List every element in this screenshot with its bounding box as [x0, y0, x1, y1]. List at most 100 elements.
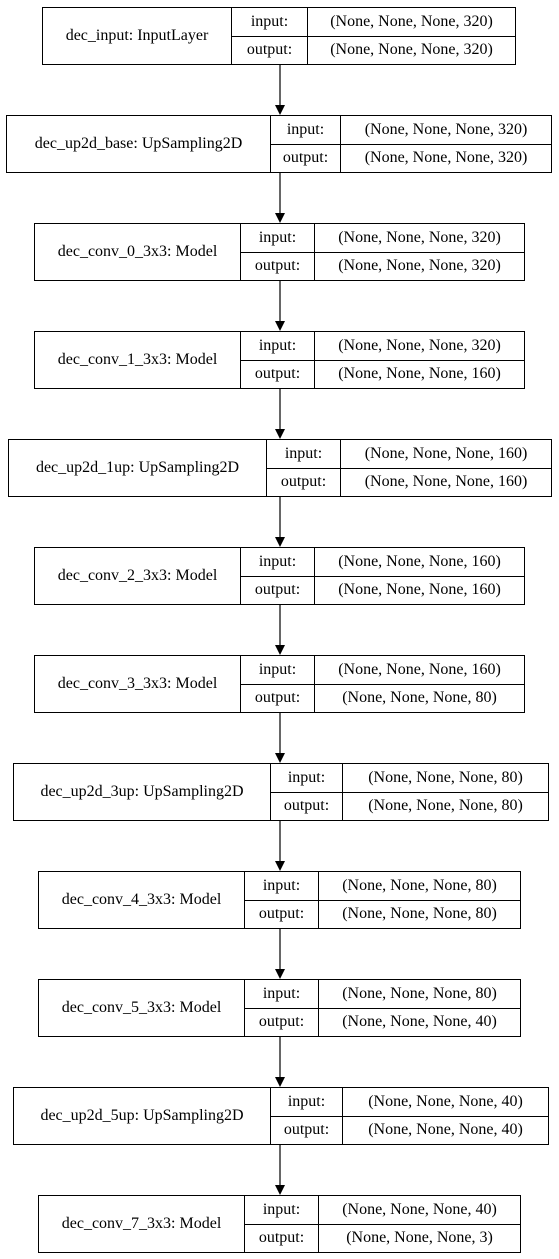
input-shape: (None, None, None, 320)	[338, 336, 501, 354]
output-label: output:	[271, 144, 341, 172]
output-shape: (None, None, None, 320)	[364, 149, 528, 167]
output-label: output:	[271, 1116, 343, 1144]
output-label: output:	[245, 1008, 319, 1036]
output-shape: (None, None, None, 40)	[368, 1121, 523, 1139]
input-shape: (None, None, None, 80)	[342, 876, 497, 894]
arrowhead-icon	[275, 213, 285, 223]
output-label: output:	[267, 468, 341, 496]
output-row: output: (None, None, None, 40)	[271, 1115, 548, 1144]
layer-io-table: input: (None, None, None, 160) output: (Non…	[267, 440, 551, 496]
input-label: input:	[267, 440, 341, 468]
output-row: output: (None, None, None, 80)	[245, 899, 520, 928]
input-row: input: (None, None, None, 160)	[241, 548, 524, 576]
layer-io-table: input: (None, None, None, 80)output: (None…	[245, 980, 520, 1036]
output-shape: (None, None, None, 80)	[368, 797, 523, 815]
output-row: output: (None, None, None, 320)	[271, 143, 551, 172]
input-shape: (None, None, None, 160)	[338, 660, 501, 678]
input-label: input:	[271, 764, 343, 792]
input-label: input:	[241, 224, 315, 252]
arrowhead-icon	[275, 645, 285, 655]
layer-name: dec_conv_7_3x3: Model	[39, 1196, 245, 1252]
input-row: input: (None, None, None, 80)	[245, 872, 520, 900]
output-shape: (None, None, None, 3)	[346, 1229, 493, 1247]
input-shape: (None, None, None, 80)	[368, 768, 523, 786]
input-label: input:	[245, 1196, 319, 1224]
layer-name: dec_up2d_3up: UpSampling2D	[14, 764, 271, 820]
input-row: input: (None, None, None, 160)	[241, 656, 524, 684]
input-label: input:	[241, 548, 315, 576]
input-label: input:	[245, 980, 319, 1008]
layer-io-table: input: (None, None, None, 80) output: (None…	[245, 872, 520, 928]
layer-name: dec_up2d_1up: UpSampling2D	[9, 440, 267, 496]
layer-io-table: input:(None, None, None, 320)output:(Non…	[232, 8, 515, 64]
arrowhead-icon	[275, 537, 285, 547]
output-row: output: (None, None, None, 160)	[267, 467, 551, 496]
layer-io-table: input: (None, None, None, 40) output: (None…	[271, 1088, 548, 1144]
input-row: input: (None, None, None, 160)	[267, 440, 551, 468]
input-label: input:	[271, 1088, 343, 1116]
input-shape: (None, None, None, 160)	[338, 552, 501, 570]
input-shape: (None, None, None, 320)	[364, 120, 528, 138]
output-label: output:	[241, 360, 315, 388]
output-shape: (None, None, None, 160)	[338, 365, 501, 383]
output-row: output: (None, None, None, 160)	[241, 359, 524, 388]
input-row: input: (None, None, None, 40)	[245, 1196, 520, 1224]
output-shape: (None, None, None, 160)	[364, 473, 528, 491]
input-label: input:	[232, 8, 308, 36]
arrowhead-icon	[275, 1077, 285, 1087]
input-label: input:	[271, 116, 341, 144]
layer-name: dec_up2d_5up: UpSampling2D	[14, 1088, 271, 1144]
input-row: input: (None, None, None, 320)	[271, 116, 551, 144]
arrowhead-icon	[275, 753, 285, 763]
layer-io-table: input: (None, None, None, 160) output: (Non…	[241, 548, 524, 604]
arrowhead-icon	[275, 429, 285, 439]
layer-io-table: input: (None, None, None, 40) output: (None…	[245, 1196, 520, 1252]
input-shape: (None, None, None, 40)	[368, 1092, 523, 1110]
input-shape: (None, None, None, 40)	[342, 1200, 497, 1218]
input-shape: (None, None, None, 80)	[342, 984, 497, 1002]
input-row: input: (None, None, None, 320)	[241, 332, 524, 360]
output-shape: (None, None, None, 160)	[338, 581, 501, 599]
output-label: output:	[232, 36, 308, 64]
output-label: output:	[245, 900, 319, 928]
input-row: input: (None, None, None, 80)	[245, 980, 520, 1008]
input-shape: (None, None, None, 320)	[330, 12, 493, 30]
arrowhead-icon	[275, 861, 285, 871]
output-row: output:(None, None, None, 80)	[241, 683, 524, 712]
layer-io-table: input:(None, None, None, 80)output:(None…	[271, 764, 548, 820]
input-row: input: (None, None, None, 80)	[271, 764, 548, 792]
input-label: input:	[241, 332, 315, 360]
layer-io-table: input: (None, None, None, 320) output: (Non…	[271, 116, 551, 172]
input-shape: (None, None, None, 160)	[364, 444, 528, 462]
layer-name: dec_up2d_base: UpSampling2D	[7, 116, 271, 172]
input-label: input:	[241, 656, 315, 684]
layer-name: dec_input: InputLayer	[43, 8, 232, 64]
output-row: output:(None, None, None, 80)	[271, 791, 548, 820]
layer-name: dec_conv_5_3x3: Model	[39, 980, 245, 1036]
layer-io-table: input:(None, None, None, 320)output:(Non…	[241, 224, 524, 280]
input-shape: (None, None, None, 320)	[338, 228, 501, 246]
output-label: output:	[241, 252, 315, 280]
arrowhead-icon	[275, 321, 285, 331]
input-row: input: (None, None, None, 40)	[271, 1088, 548, 1116]
layer-name: dec_conv_0_3x3: Model	[35, 224, 241, 280]
layer-name: dec_conv_4_3x3: Model	[39, 872, 245, 928]
arrowhead-icon	[275, 1185, 285, 1195]
output-shape: (None, None, None, 80)	[342, 905, 497, 923]
input-label: input:	[245, 872, 319, 900]
output-label: output:	[245, 1224, 319, 1252]
output-label: output:	[241, 576, 315, 604]
